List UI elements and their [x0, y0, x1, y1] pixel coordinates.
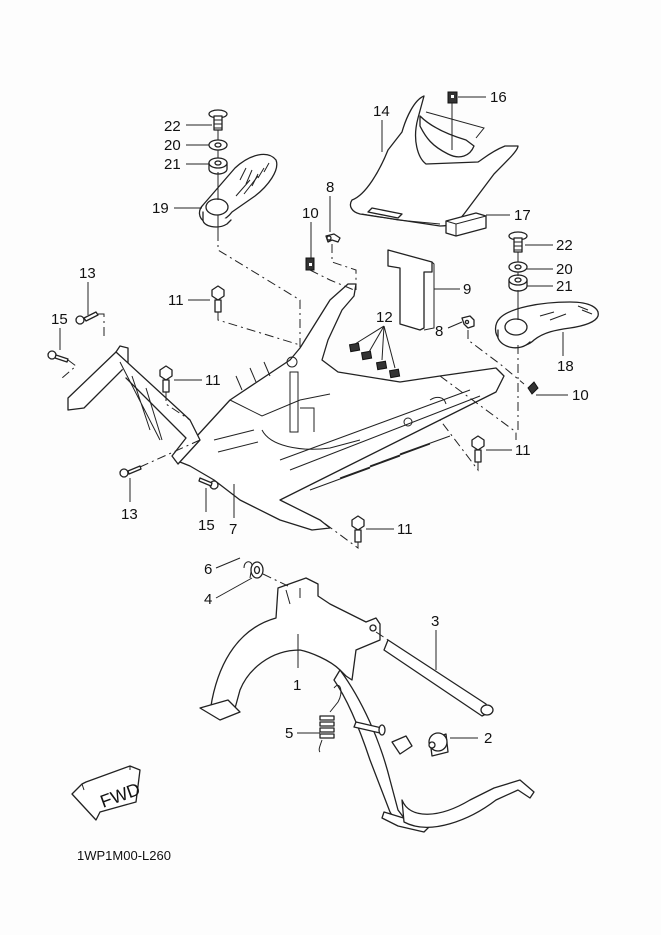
nut-10-upper[interactable]: [305, 257, 315, 271]
bolt-11-b[interactable]: [159, 365, 173, 393]
nuts-12[interactable]: [348, 342, 401, 379]
screw-22-right[interactable]: [508, 231, 528, 253]
callouts: 22 20 21 19 14 16 17 8 10 9 22 20 21 8 1…: [51, 89, 589, 747]
bolt-11-d[interactable]: [351, 515, 365, 543]
callout-22-right[interactable]: 22: [556, 237, 573, 254]
callout-11-a[interactable]: 11: [168, 292, 184, 309]
callout-20-right[interactable]: 20: [556, 261, 573, 278]
damper-21-left[interactable]: [208, 157, 228, 175]
bolt-11-a[interactable]: [211, 285, 225, 313]
callout-21-right[interactable]: 21: [556, 278, 573, 295]
callout-8-lower[interactable]: 8: [435, 323, 443, 340]
washer-4[interactable]: [250, 561, 264, 579]
plate-9[interactable]: [387, 249, 435, 331]
screw-22-left[interactable]: [208, 109, 228, 131]
right-footrest-group: [494, 231, 599, 430]
callout-18[interactable]: 18: [557, 358, 574, 375]
screw-15-upper[interactable]: [47, 350, 69, 363]
left-bracket[interactable]: [67, 345, 201, 465]
callout-6[interactable]: 6: [204, 561, 212, 578]
main-stand-1[interactable]: [199, 577, 535, 833]
shaft-3[interactable]: [383, 639, 494, 717]
stopper-2[interactable]: [428, 732, 449, 757]
callout-12[interactable]: 12: [376, 309, 393, 326]
callout-15-upper[interactable]: 15: [51, 311, 68, 328]
diagram-code: 1WP1M00-L260: [77, 848, 171, 863]
callout-20-left[interactable]: 20: [164, 137, 181, 154]
pad-17[interactable]: [445, 212, 487, 237]
left-footrest-group: [198, 109, 278, 232]
stand-pin[interactable]: [353, 721, 386, 736]
callout-15-lower[interactable]: 15: [198, 517, 215, 534]
bolt-11-c[interactable]: [471, 435, 485, 463]
frame-7[interactable]: [174, 283, 505, 531]
callout-1[interactable]: 1: [293, 677, 301, 694]
footrest-18-right[interactable]: [494, 301, 599, 349]
callout-10-lower[interactable]: 10: [572, 387, 589, 404]
callout-14[interactable]: 14: [373, 103, 390, 120]
callout-11-c[interactable]: 11: [515, 442, 531, 459]
cover-14[interactable]: [349, 95, 519, 227]
callout-8-upper[interactable]: 8: [326, 179, 334, 196]
bracket-8-upper[interactable]: [325, 233, 341, 243]
screw-15-lower[interactable]: [198, 477, 219, 490]
callout-3[interactable]: 3: [431, 613, 439, 630]
screw-13-upper[interactable]: [75, 311, 99, 325]
spring-5[interactable]: [318, 684, 342, 753]
callout-13-lower[interactable]: 13: [121, 506, 138, 523]
callout-19[interactable]: 19: [152, 200, 169, 217]
damper-21-right[interactable]: [508, 274, 528, 292]
callout-5[interactable]: 5: [285, 725, 293, 742]
callout-7[interactable]: 7: [229, 521, 237, 538]
callout-11-b[interactable]: 11: [205, 372, 221, 389]
fwd-direction-arrow: FWD: [71, 765, 143, 821]
nut-10-lower[interactable]: [527, 381, 539, 395]
bracket-8-lower[interactable]: [461, 315, 475, 329]
callout-22-left[interactable]: 22: [164, 118, 181, 135]
callout-13-upper[interactable]: 13: [79, 265, 96, 282]
footrest-19-left[interactable]: [198, 153, 278, 228]
washer-20-right[interactable]: [508, 261, 528, 273]
callout-4[interactable]: 4: [204, 591, 212, 608]
screw-13-lower[interactable]: [119, 465, 142, 478]
callout-11-d[interactable]: 11: [397, 521, 413, 538]
callout-9[interactable]: 9: [463, 281, 471, 298]
callout-21-left[interactable]: 21: [164, 156, 181, 173]
callout-10-upper[interactable]: 10: [302, 205, 319, 222]
callout-17[interactable]: 17: [514, 207, 531, 224]
clip-nut-16[interactable]: [447, 91, 458, 104]
callout-2[interactable]: 2: [484, 730, 492, 747]
callout-16[interactable]: 16: [490, 89, 507, 106]
washer-20-left[interactable]: [208, 139, 228, 151]
